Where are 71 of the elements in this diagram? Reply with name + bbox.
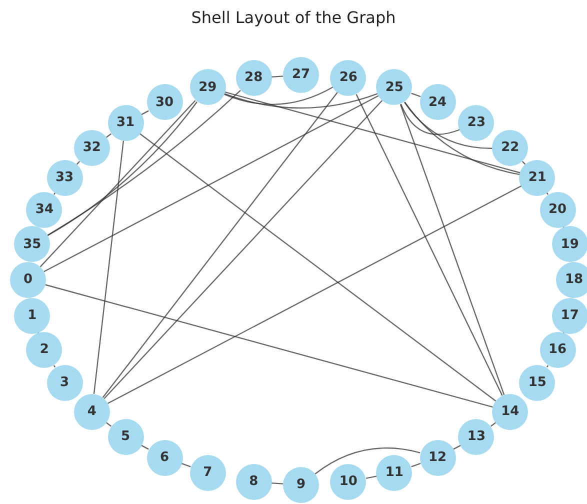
edge-line (141, 444, 149, 450)
node-label: 9 (296, 476, 306, 494)
node-label: 5 (120, 428, 130, 446)
node-label: 13 (467, 428, 486, 446)
node-label: 19 (560, 236, 579, 254)
node-label: 28 (244, 69, 263, 88)
edge-line (224, 86, 334, 105)
edge-line (224, 92, 520, 174)
edge-line (47, 102, 198, 236)
edge-line (44, 95, 379, 272)
edge-line (102, 92, 338, 398)
edge-line (356, 94, 503, 396)
edge-line (224, 93, 378, 109)
node-label: 12 (428, 448, 447, 467)
edge-line (453, 444, 461, 450)
edge-line (53, 365, 56, 368)
edge-line (93, 140, 124, 394)
node-label: 27 (292, 66, 310, 84)
node-label: 35 (23, 236, 42, 254)
edge-line (141, 110, 149, 116)
edge-line (522, 160, 526, 165)
edge-line (366, 476, 377, 479)
edge-line (490, 422, 496, 427)
edge-line (140, 133, 496, 402)
node-label: 2 (40, 341, 49, 360)
node-label: 21 (528, 168, 546, 187)
node-label: 20 (548, 201, 567, 220)
node-label: 17 (560, 306, 579, 325)
edge-line (411, 462, 421, 468)
node-label: 4 (87, 403, 96, 422)
node-label: 34 (35, 201, 54, 220)
node-label: 33 (56, 168, 74, 187)
edge-line (272, 76, 284, 78)
edge-line (404, 102, 492, 149)
edge-line (108, 185, 522, 404)
edge-line (546, 365, 549, 368)
node-label: 15 (528, 374, 546, 392)
node-label: 31 (116, 114, 135, 132)
node-label: 23 (467, 114, 486, 132)
node-label: 24 (428, 94, 447, 112)
edge-line (272, 482, 284, 484)
edge-line (400, 104, 460, 135)
node-label: 22 (501, 139, 520, 158)
node-label: 29 (198, 78, 217, 97)
edge-line (314, 448, 420, 474)
edge-line (106, 422, 112, 427)
node-label: 26 (339, 69, 358, 88)
node-label: 14 (501, 403, 520, 422)
node-label: 10 (339, 473, 358, 492)
node-label: 1 (28, 306, 37, 325)
chart-title: Shell Layout of the Graph (190, 7, 397, 29)
node-label: 25 (385, 78, 404, 97)
edge-line (411, 92, 421, 98)
edge-line (106, 133, 112, 138)
node-label: 16 (548, 341, 567, 360)
node-label: 8 (249, 473, 258, 492)
node-label: 30 (155, 94, 174, 112)
node-label: 11 (385, 464, 404, 482)
node-label: 0 (23, 271, 33, 290)
node-label: 6 (160, 448, 170, 467)
node-label: 18 (564, 271, 584, 290)
node-label: 7 (203, 464, 212, 482)
edge-line (47, 90, 241, 236)
edge-line (181, 462, 191, 468)
edge-line (404, 102, 520, 176)
edge-line (400, 104, 505, 396)
edge-line (45, 284, 493, 408)
edge-line (104, 100, 383, 400)
node-label: 32 (82, 139, 101, 158)
node-label: 3 (60, 374, 70, 392)
edge-line (40, 100, 196, 268)
